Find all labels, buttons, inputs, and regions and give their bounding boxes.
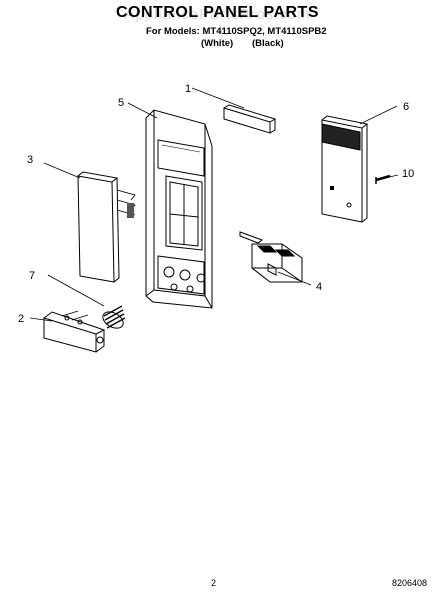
variant-white: (White) <box>201 38 234 49</box>
models-line: For Models: MT4110SPQ2, MT4110SPB2 <box>146 26 327 37</box>
part-3-panel-board <box>77 171 136 283</box>
leader-3 <box>43 162 81 179</box>
part-10-screw <box>375 174 391 184</box>
leader-10 <box>384 174 399 179</box>
part-2-door-button <box>43 310 106 353</box>
callout-1: 1 <box>185 83 191 95</box>
part-6-bracket <box>321 115 369 223</box>
document-number: 8206408 <box>392 578 428 588</box>
leader-7 <box>47 274 105 307</box>
leader-1 <box>191 87 245 109</box>
callout-3: 3 <box>27 154 33 166</box>
leader-5 <box>127 102 158 119</box>
leader-lines <box>29 87 399 322</box>
callout-6: 6 <box>403 101 409 113</box>
callout-10: 10 <box>402 168 414 180</box>
page-title: CONTROL PANEL PARTS <box>116 4 319 21</box>
part-4-latch-block <box>239 231 303 283</box>
page-number: 2 <box>211 578 217 588</box>
callout-7: 7 <box>29 270 35 282</box>
part-7-spring <box>102 305 126 329</box>
callout-5: 5 <box>118 97 124 109</box>
part-1-strip <box>223 104 277 134</box>
leader-2 <box>29 317 53 322</box>
part-5-control-panel <box>145 109 213 309</box>
leader-4 <box>277 271 312 286</box>
watermark-text: AppliancePartsPros.com <box>124 6 311 23</box>
variant-black: (Black) <box>252 38 284 49</box>
leader-6 <box>359 105 398 125</box>
callout-4: 4 <box>316 281 322 293</box>
callout-2: 2 <box>18 313 24 325</box>
